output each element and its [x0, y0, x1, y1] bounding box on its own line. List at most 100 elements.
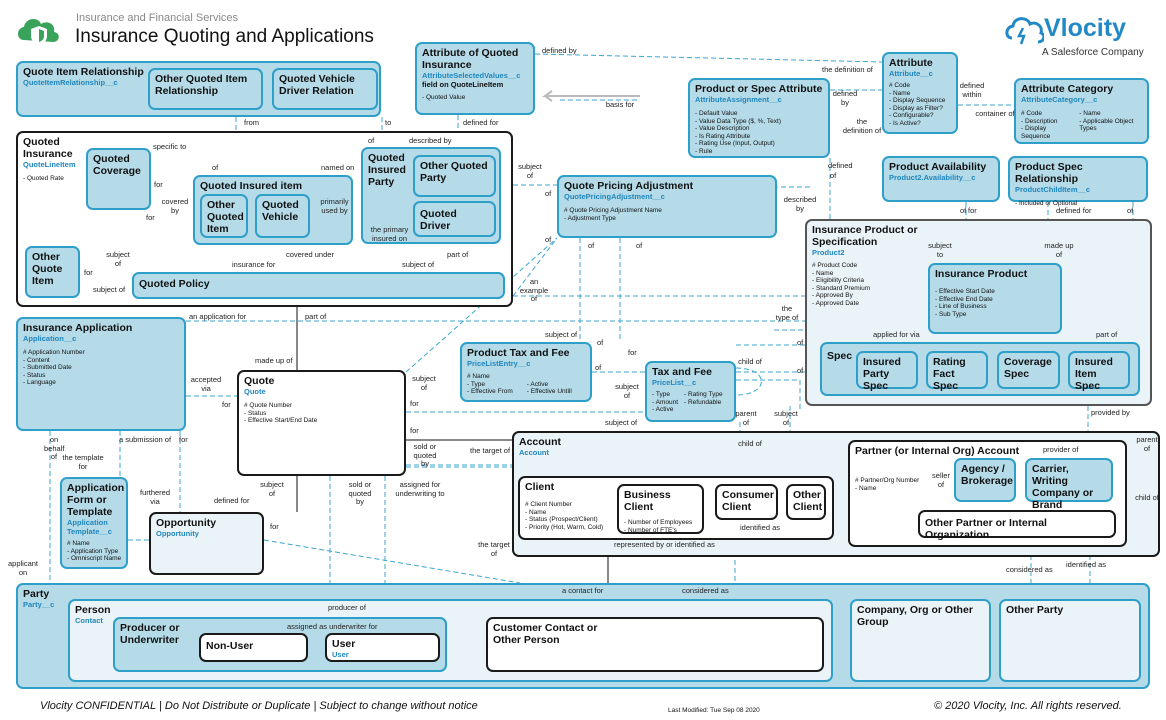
entity-business-client[interactable]: Business Client - Number of Employees - … [617, 484, 704, 534]
brand-tagline: A Salesforce Company [1042, 47, 1144, 58]
rel-label: subject of [260, 480, 284, 498]
rel-label: child of [738, 439, 762, 448]
entity-tax-and-fee[interactable]: Tax and Fee PriceList__c - Type - Amount… [645, 361, 736, 422]
rel-label: represented by or identified as [614, 540, 715, 549]
entity-other-quoted-item-relationship[interactable]: Other Quoted Item Relationship [148, 68, 263, 110]
rel-label: sold or quoted by [413, 442, 437, 468]
entity-title: User [332, 638, 356, 650]
entity-product-spec-relationship[interactable]: Product Spec Relationship ProductChildIt… [1008, 156, 1148, 207]
entity-quote-pricing-adjustment[interactable]: Quote Pricing Adjustment QuotePricingAdj… [557, 175, 777, 238]
rel-label: furthered via [139, 488, 171, 506]
entity-coverage-spec[interactable]: Coverage Spec [997, 351, 1060, 389]
rel-label: made up of [255, 356, 293, 365]
entity-quoted-policy[interactable]: Quoted Policy [132, 272, 505, 299]
rel-label-text: basis for [605, 100, 635, 109]
entity-title: Product or Spec Attribute [695, 83, 823, 95]
rel-label: for [154, 180, 163, 189]
entity-user[interactable]: User User [325, 633, 440, 662]
entity-other-quoted-item[interactable]: Other Quoted Item [200, 194, 248, 238]
rel-label: for [410, 426, 419, 435]
attribute-line: - Display as Filter? [889, 104, 943, 112]
entity-title: Party [23, 588, 50, 600]
entity-insured-party-spec[interactable]: Insured Party Spec [856, 351, 918, 392]
entity-opportunity[interactable]: Opportunity Opportunity [149, 512, 264, 575]
entity-attribute[interactable]: Attribute Attribute__c # Code - Name - D… [882, 52, 958, 134]
entity-attribute-of-quoted-insurance[interactable]: Attribute of Quoted Insurance AttributeS… [415, 42, 535, 115]
entity-quoted-coverage[interactable]: Quoted Coverage [86, 148, 151, 210]
entity-title: Spec [827, 350, 853, 362]
entity-insurance-product[interactable]: Insurance Product - Effective Start Date… [928, 263, 1062, 334]
rel-label: a contact for [562, 586, 604, 595]
entity-customer-contact[interactable]: Customer Contact or Other Person [486, 617, 824, 672]
entity-attributes: # Quote Pricing Adjustment Name - Adjust… [559, 201, 775, 224]
rel-label: the template for [62, 453, 104, 471]
entity-title: Quoted Insured item [200, 180, 303, 192]
entity-application-form-or-template[interactable]: Application Form or Template Application… [60, 477, 128, 569]
entity-other-quote-item[interactable]: Other Quote Item [25, 246, 80, 298]
entity-api-name: Account [519, 448, 549, 457]
entity-consumer-client[interactable]: Consumer Client [715, 484, 778, 520]
rel-label: of [960, 206, 967, 215]
attribute-line: # Quote Number [244, 402, 293, 409]
entity-attributes: - Default Value - Value Data Type ($, %,… [690, 104, 828, 157]
attribute-line: - Adjustment Type [564, 214, 616, 222]
attribute-column: - Type - Amount - Active [652, 391, 678, 414]
rel-label: defined for [1056, 206, 1092, 215]
entity-title: Attribute of Quoted Insurance [422, 47, 519, 71]
entity-attributes: # Quote Number - Status - Effective Star… [239, 396, 404, 427]
relationship-line [263, 539, 521, 584]
entity-api-name: Attribute__c [889, 69, 933, 78]
entity-other-partner[interactable]: Other Partner or Internal Organization [918, 510, 1116, 541]
entity-other-party[interactable]: Other Party [999, 599, 1141, 682]
attribute-line: - Sub Type [935, 310, 967, 318]
entity-other-quoted-party[interactable]: Other Quoted Party [413, 155, 496, 197]
entity-api-name: AttributeCategory__c [1021, 95, 1098, 104]
entity-carrier-writing-company[interactable]: Carrier, Writing Company or Brand [1025, 458, 1113, 511]
attribute-line: - Name [1079, 110, 1101, 117]
attribute-line: - Name [812, 269, 834, 277]
rel-label: part of [305, 312, 327, 321]
entity-product-tax-and-fee[interactable]: Product Tax and Fee PriceListEntry__c # … [460, 342, 592, 402]
rel-label: child of [1135, 493, 1159, 502]
attribute-line: - Configurable? [889, 112, 934, 119]
entity-title: Quoted Policy [139, 278, 210, 290]
entity-agency-brokerage[interactable]: Agency / Brokerage [954, 458, 1016, 502]
attribute-line: - Active [526, 380, 549, 388]
entity-quoted-vehicle-driver-relation[interactable]: Quoted Vehicle Driver Relation [272, 68, 378, 110]
entity-quote[interactable]: Quote Quote # Quote Number - Status - Ef… [237, 370, 406, 476]
entity-attribute-category[interactable]: Attribute Category AttributeCategory__c … [1014, 78, 1149, 144]
rel-label: of [597, 338, 604, 347]
entity-quoted-driver[interactable]: Quoted Driver [413, 201, 496, 237]
rel-label: of [545, 189, 552, 198]
attribute-column: - Name - Applicable Object Types [1079, 110, 1142, 140]
rel-label: the target of [470, 446, 511, 455]
attribute-line: - Amount [652, 398, 679, 406]
attribute-line: - Name [525, 508, 547, 516]
rel-label: for [179, 435, 188, 444]
entity-attributes: - Quoted Value [422, 94, 466, 101]
attribute-line: - Eligibility Criteria [812, 277, 865, 284]
entity-title: Quoted Vehicle [262, 199, 299, 223]
entity-other-client[interactable]: Other Client [786, 484, 826, 520]
entity-non-user[interactable]: Non-User [199, 633, 308, 662]
entity-company-org[interactable]: Company, Org or Other Group [850, 599, 991, 682]
entity-rating-fact-spec[interactable]: Rating Fact Spec [926, 351, 988, 392]
entity-title: Insurance Product or Specification [812, 224, 918, 248]
rel-label: defined for [214, 496, 250, 505]
attribute-line: - Standard Premium [812, 284, 871, 292]
entity-insured-item-spec[interactable]: Insured Item Spec [1068, 351, 1130, 392]
attribute-line: # Code [1021, 110, 1042, 117]
entity-producer-underwriter[interactable]: Producer or Underwriter [113, 617, 447, 672]
entity-product-availability[interactable]: Product Availability Product2.Availabili… [882, 156, 1000, 202]
entity-quoted-vehicle[interactable]: Quoted Vehicle [255, 194, 310, 238]
entity-attributes: # Client Number - Name - Status (Prospec… [520, 493, 832, 533]
attribute-line: - Status [244, 409, 267, 417]
entity-product-or-spec-attribute[interactable]: Product or Spec Attribute AttributeAssig… [688, 78, 830, 158]
rel-label: assigned as underwriter for [287, 622, 378, 631]
rel-label: producer of [328, 603, 366, 612]
entity-api-name: ProductChildItem__c [1015, 185, 1091, 194]
rel-label: for [270, 522, 279, 531]
entity-insurance-application[interactable]: Insurance Application Application__c # A… [16, 317, 186, 431]
attribute-line: - Language [23, 379, 56, 386]
entity-title: Other Quoted Party [420, 160, 488, 184]
